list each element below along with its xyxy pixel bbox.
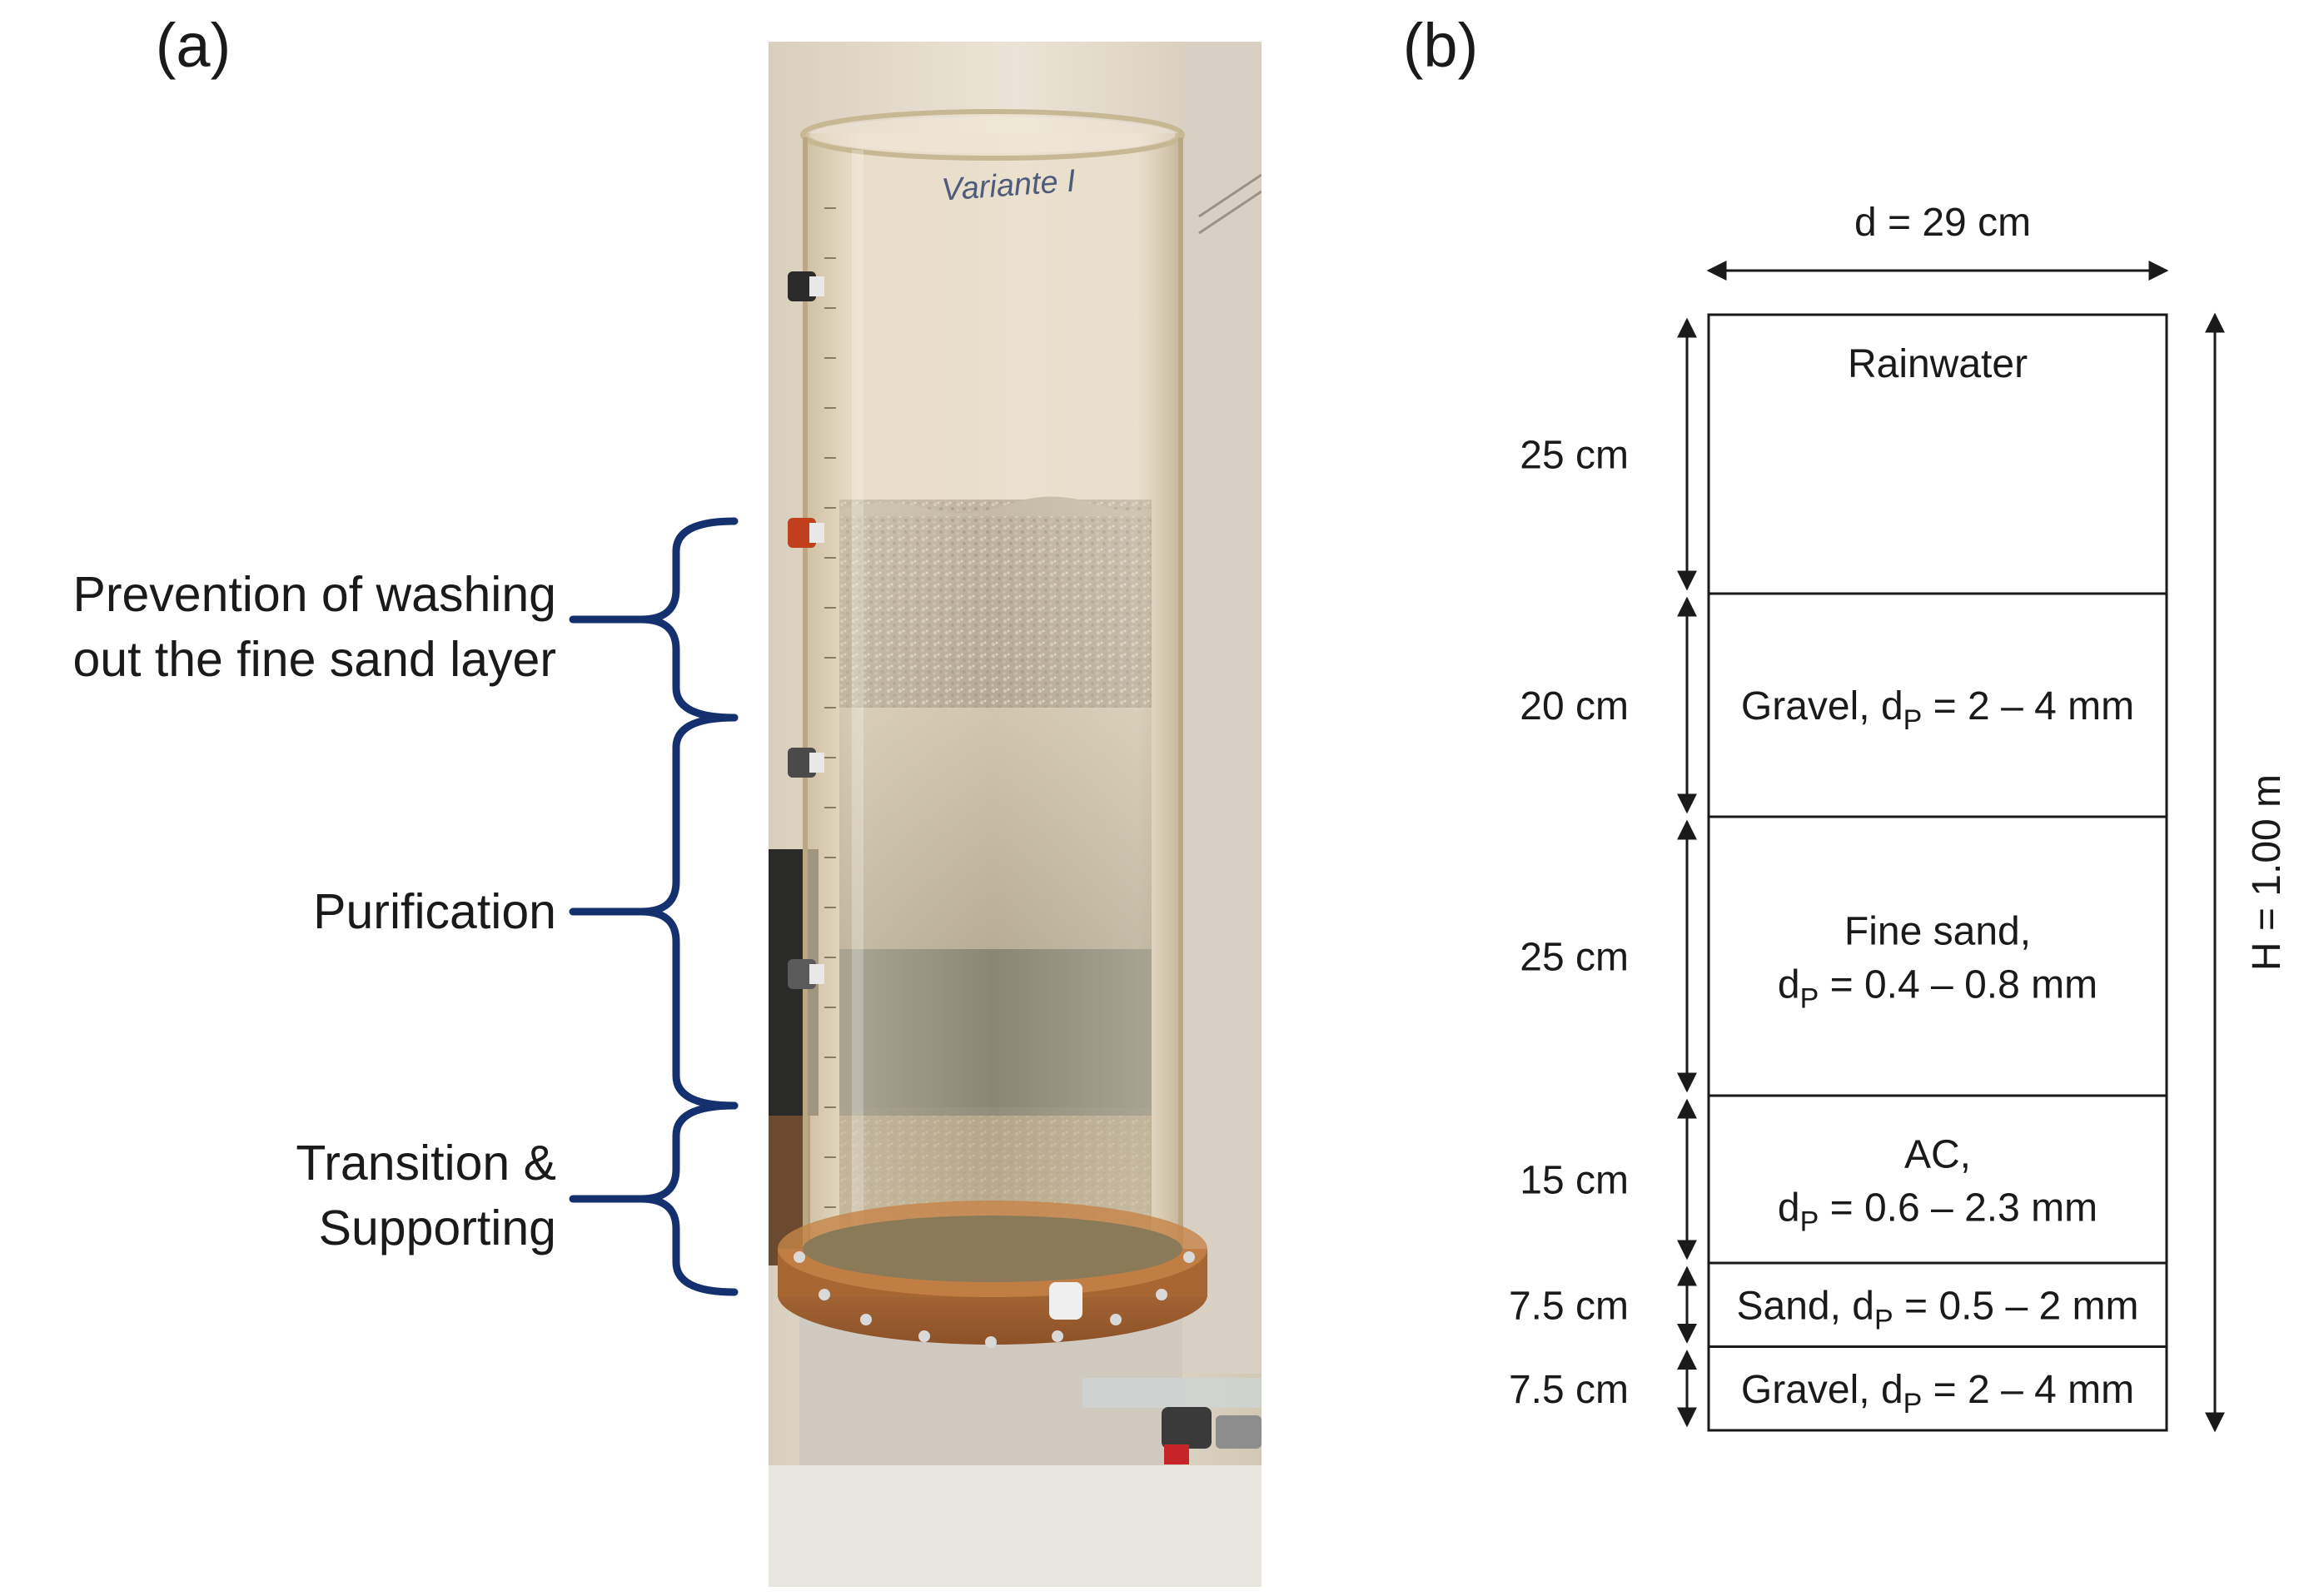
layer-1-name: Gravel, dP = 2 – 4 mm	[1741, 684, 2134, 736]
column-base-flange	[778, 1201, 1261, 1464]
layer-3-thickness-label: 15 cm	[1520, 1159, 1629, 1203]
layer-4-name: Sand, dP = 0.5 – 2 mm	[1737, 1284, 2139, 1335]
layer-stack: 25 cm Rainwater 20 cm Gravel, dP = 2 – 4 mm…	[1509, 313, 2168, 1432]
layer-4-box	[1707, 1261, 2168, 1348]
layer-3-name-line2: dP = 0.6 – 2.3 mm	[1778, 1186, 2097, 1238]
layer-schematic: d = 29 cm H = 1.00 m 25 cm Rainwater 20 cm…	[1509, 201, 2289, 1433]
zone-label-transition-line2: Supporting	[319, 1201, 556, 1255]
scale-ticks	[824, 207, 836, 1208]
zone-label-purification: Purification	[313, 884, 556, 939]
bracket-transition	[640, 1101, 739, 1296]
layer-1-thickness-label: 20 cm	[1520, 684, 1629, 728]
zone-label-prevention-line2: out the fine sand layer	[72, 632, 556, 687]
layer-2-thickness-label: 25 cm	[1520, 936, 1629, 980]
layer-3-box	[1707, 1094, 2168, 1265]
filter-column-photo: Variante I	[769, 42, 1261, 1587]
layer-5-name: Gravel, dP = 2 – 4 mm	[1741, 1368, 2134, 1419]
zone-label-transition-line1: Transition &	[296, 1136, 556, 1191]
layer-3-name-line1: AC,	[1904, 1133, 1971, 1177]
layer-5-box	[1707, 1345, 2168, 1432]
bracket-prevention	[640, 517, 739, 722]
layer-2-name-line2: dP = 0.4 – 0.8 mm	[1778, 963, 2097, 1015]
layer-0-box	[1707, 313, 2168, 595]
layer-0-name: Rainwater	[1848, 342, 2028, 386]
zone-annotations: Prevention of washing out the fine sand …	[72, 517, 739, 1296]
layer-2-name-line1: Fine sand,	[1844, 910, 2031, 954]
panel-b-label: (b)	[1403, 11, 1478, 80]
layer-5-thickness-label: 7.5 cm	[1509, 1368, 1629, 1412]
layer-2-box	[1707, 815, 2168, 1097]
bracket-purification	[640, 713, 739, 1110]
height-label: H = 1.00 m	[2245, 774, 2289, 971]
layer-1-box	[1707, 592, 2168, 818]
panel-a-label: (a)	[156, 11, 231, 80]
layer-0-thickness-label: 25 cm	[1520, 434, 1629, 478]
diameter-label: d = 29 cm	[1854, 201, 2031, 245]
zone-label-prevention-line1: Prevention of washing	[72, 567, 556, 622]
layer-4-thickness-label: 7.5 cm	[1509, 1284, 1629, 1328]
sampling-ports	[788, 271, 824, 989]
